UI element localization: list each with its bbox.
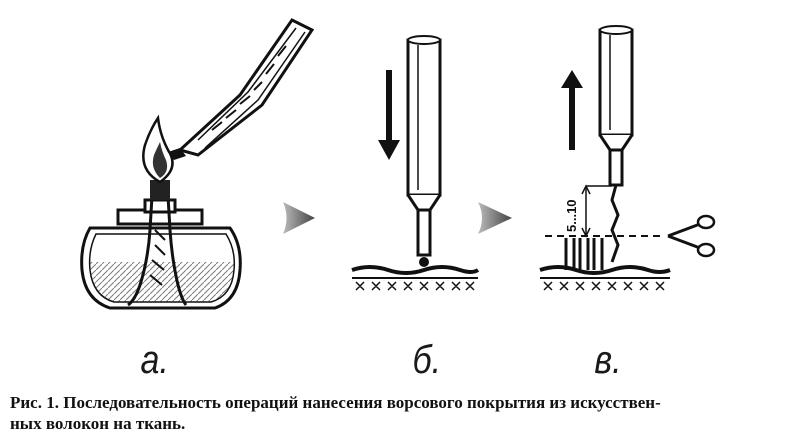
panel-b-applicator [351, 35, 480, 291]
caption-line-1: Рис. 1. Последовательность операций нане… [10, 393, 661, 412]
down-arrow [378, 70, 400, 160]
figure-caption: Рис. 1. Последовательность операций нане… [10, 392, 790, 434]
lamp-wick [127, 195, 188, 307]
panel-c-cutting: 5...10 [539, 25, 716, 291]
panel-label-b: б. [412, 338, 442, 382]
transition-arrow-1 [283, 202, 315, 234]
dimension-marker: 5...10 [564, 184, 612, 238]
dimension-label: 5...10 [564, 199, 579, 232]
fabric-b [351, 265, 480, 275]
transition-arrow-2 [478, 202, 512, 234]
fiber-tufts [564, 238, 604, 270]
fabric-c [539, 265, 671, 275]
tweezers [168, 18, 315, 160]
panel-label-c: в. [594, 338, 622, 382]
scissors-icon [667, 214, 716, 258]
up-arrow [561, 70, 583, 150]
panel-a-lamp [80, 18, 315, 310]
tube-c [598, 28, 634, 137]
panel-label-a: а. [140, 338, 169, 382]
lamp-liquid [90, 262, 234, 302]
glue-drop [419, 257, 429, 267]
tube [406, 38, 442, 197]
caption-line-2: ных волокон на ткань. [10, 414, 186, 433]
fiber-strand [610, 184, 620, 263]
